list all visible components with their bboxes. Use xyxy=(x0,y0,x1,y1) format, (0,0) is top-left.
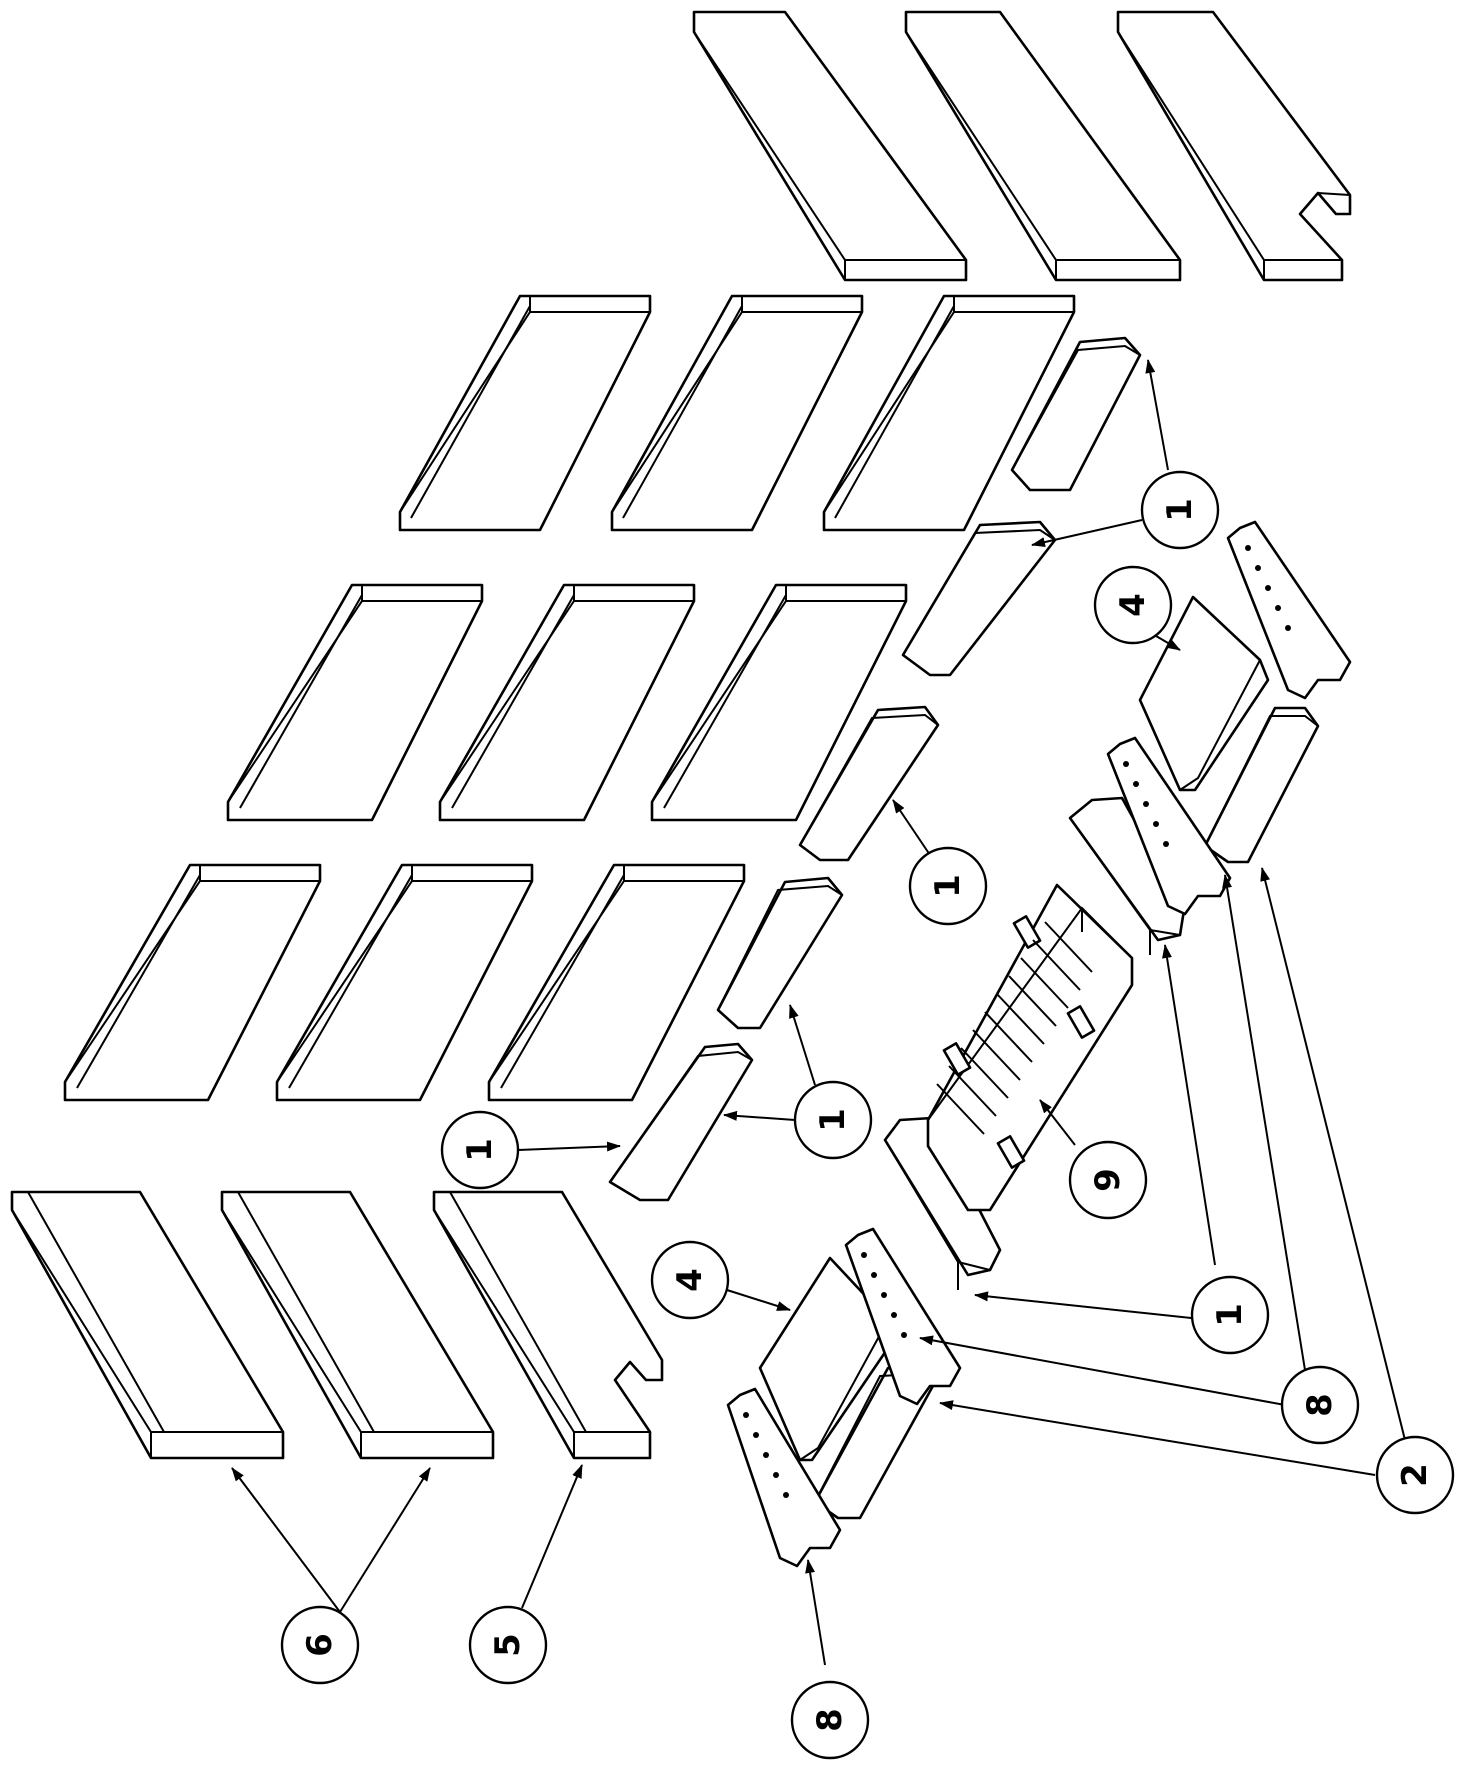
callout-6: 6 xyxy=(280,1605,360,1685)
brick-r2-3 xyxy=(822,294,1076,532)
callout-label: 9 xyxy=(1088,1168,1128,1192)
top-slab-3-notched xyxy=(1116,10,1352,282)
callout-4-lower: 4 xyxy=(650,1240,730,1320)
callout-1-upper: 1 xyxy=(1140,470,1220,550)
callout-label: 1 xyxy=(460,1138,500,1162)
callout-label: 1 xyxy=(813,1108,853,1132)
callout-label: 6 xyxy=(300,1633,340,1657)
callout-2: 2 xyxy=(1375,1435,1455,1515)
bar-1b xyxy=(901,520,1057,677)
brick-r4-2 xyxy=(275,863,534,1102)
callout-5: 5 xyxy=(468,1605,548,1685)
brick-r4-1 xyxy=(63,863,322,1102)
callout-1-mid: 1 xyxy=(908,846,988,926)
channel-8d xyxy=(726,1387,842,1568)
callout-label: 1 xyxy=(928,874,968,898)
callout-8-right: 8 xyxy=(1280,1365,1360,1445)
brick-r3-1 xyxy=(226,583,484,822)
brick-r3-3 xyxy=(650,583,908,822)
bar-1f xyxy=(1068,796,1186,955)
callout-label: 4 xyxy=(670,1268,710,1292)
callout-label: 1 xyxy=(1210,1303,1250,1327)
callout-1-lower: 1 xyxy=(1190,1275,1270,1355)
channel-8b xyxy=(1106,736,1232,916)
callout-8-bottom: 8 xyxy=(790,1680,870,1760)
callout-label: 8 xyxy=(810,1708,850,1732)
bar-1c xyxy=(798,705,940,862)
grate-9 xyxy=(926,883,1134,1212)
callout-label: 1 xyxy=(1160,498,1200,522)
bottom-slab-6a xyxy=(10,1190,285,1460)
brick-r4-3 xyxy=(487,863,746,1102)
channel-8c xyxy=(844,1227,962,1406)
brick-r2-1 xyxy=(398,294,652,532)
callout-1-left: 1 xyxy=(440,1110,520,1190)
callout-label: 2 xyxy=(1395,1463,1435,1487)
bar-1a xyxy=(1010,336,1142,492)
bottom-slab-5-notched xyxy=(432,1190,664,1460)
callout-9: 9 xyxy=(1068,1140,1148,1220)
callout-4-upper: 4 xyxy=(1093,565,1173,645)
callout-1-right: 1 xyxy=(793,1080,873,1160)
top-slab-1 xyxy=(692,10,968,282)
top-slab-2 xyxy=(904,10,1182,282)
bar-1d xyxy=(716,876,844,1030)
bottom-slab-6b xyxy=(220,1190,495,1460)
grate-slots xyxy=(936,921,1093,1135)
callout-label: 5 xyxy=(488,1633,528,1657)
brick-r2-2 xyxy=(610,294,864,532)
brick-r3-2 xyxy=(438,583,696,822)
callout-label: 4 xyxy=(1113,593,1153,617)
channel-8a xyxy=(1226,520,1352,700)
bar-1e xyxy=(608,1042,754,1202)
callout-label: 8 xyxy=(1300,1393,1340,1417)
